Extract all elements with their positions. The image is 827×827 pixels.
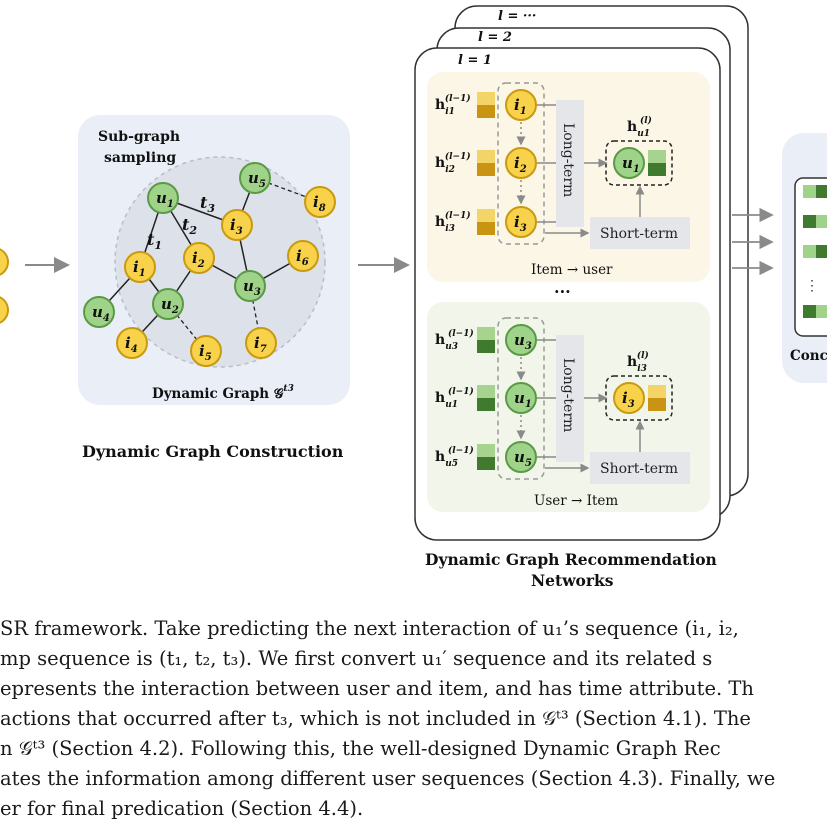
input-vector-u5 — [477, 444, 495, 470]
concat-vector-cells — [803, 185, 827, 318]
item-to-user-module: hi1(l−1) i1 hi2(l−1) i2 hi3(l−1) i3 Long-termS… — [435, 82, 690, 249]
node-i5: i5 — [190, 335, 222, 367]
subgraph-label-1: Sub-graph — [98, 129, 180, 145]
node-i3: i3 — [221, 209, 253, 241]
edge-label-t1: t1 — [147, 230, 162, 252]
concat-dots: ⋮ — [805, 278, 819, 294]
output-vector-u1 — [648, 150, 666, 176]
input-vector-i1 — [477, 92, 495, 118]
input-label-u5: hu5(l−1) — [435, 445, 474, 469]
node-u2: u2 — [152, 288, 184, 320]
graph-caption: Dynamic Graph 𝒢t3 — [152, 384, 294, 402]
svg-text:u1: u1 — [622, 154, 640, 175]
output-node-u1: u1 — [613, 147, 645, 179]
cut-item-node-bottom — [0, 296, 9, 324]
output-label-u1: hu1(l) — [627, 115, 652, 139]
caption-line-2: mp sequence is (t₁, t₂, t₃). We first co… — [0, 647, 713, 670]
node-i1: i1 — [124, 251, 156, 283]
svg-text:i4: i4 — [125, 334, 138, 355]
svg-text:i6: i6 — [296, 247, 309, 268]
svg-text:i1: i1 — [133, 258, 146, 279]
svg-text:i3: i3 — [514, 213, 527, 234]
node-u5: u5 — [239, 162, 271, 194]
subgraph-label-2: sampling — [104, 150, 176, 166]
layer-label-2: l = 2 — [478, 30, 512, 45]
node-i6: i6 — [287, 240, 319, 272]
output-label-i3: hi3(l) — [627, 350, 649, 374]
svg-text:i5: i5 — [199, 342, 212, 363]
svg-text:i2: i2 — [514, 154, 527, 175]
node-i8: i8 — [304, 186, 336, 218]
input-node-i2: i2 — [505, 147, 537, 179]
caption-line-1: SR framework. Take predicting the next i… — [0, 617, 739, 640]
svg-text:i3: i3 — [230, 216, 243, 237]
network-title-2: Networks — [531, 571, 614, 590]
graph-nodes: u1 u2 u3 u4 u5 i1 i2 i3 i4 i5 i6 i7 i8 — [83, 162, 336, 367]
input-label-u1: hu1(l−1) — [435, 386, 474, 410]
svg-text:u4: u4 — [92, 303, 110, 324]
input-label-i1: hi1(l−1) — [435, 93, 471, 117]
short-term-block — [590, 452, 690, 484]
input-vector-u3 — [477, 327, 495, 353]
caption-line-3: epresents the interaction between user a… — [0, 677, 754, 700]
edge-label-t2: t2 — [182, 215, 197, 237]
concat-label: Conc — [790, 348, 827, 364]
input-vector-u1 — [477, 385, 495, 411]
caption-line-4: actions that occurred after t₃, which is… — [0, 707, 751, 730]
construction-title: Dynamic Graph Construction — [82, 442, 344, 461]
node-i7: i7 — [245, 327, 277, 359]
framework-figure: Sub-graph sampling t3 t1 t2 u1 u2 u3 u4 u5 i1… — [0, 5, 827, 590]
long-term-label: Long-term — [560, 123, 576, 197]
svg-text:i2: i2 — [192, 249, 205, 270]
short-term-block — [590, 217, 690, 249]
layer-label-1: l = 1 — [458, 53, 492, 68]
panel-ellipsis: ··· — [554, 282, 571, 301]
cut-item-node-top — [0, 248, 9, 276]
input-label-u3: hu3(l−1) — [435, 328, 474, 352]
node-i4: i4 — [116, 327, 148, 359]
network-title-1: Dynamic Graph Recommendation — [425, 550, 717, 569]
caption-line-7: er for final predication (Section 4.4). — [0, 797, 364, 820]
short-term-label: Short-term — [600, 226, 678, 242]
edge-label-t3: t3 — [200, 193, 215, 215]
svg-text:u2: u2 — [161, 295, 179, 316]
layer-label-dots: l = ··· — [498, 9, 536, 24]
svg-text:i3: i3 — [622, 389, 635, 410]
input-label-i3: hi3(l−1) — [435, 210, 471, 234]
svg-text:u1: u1 — [514, 389, 532, 410]
node-u3: u3 — [234, 270, 266, 302]
input-node-i3: i3 — [505, 206, 537, 238]
node-u1: u1 — [147, 182, 179, 214]
output-vector-i3 — [648, 385, 666, 411]
svg-text:i1: i1 — [514, 96, 527, 117]
user-to-item-module: hu3(l−1) u3 hu1(l−1) u1 hu5(l−1) u5 Long-termS… — [435, 317, 690, 484]
input-node-u5: u5 — [505, 441, 537, 473]
long-term-label: Long-term — [560, 358, 576, 432]
long-term-block — [556, 100, 584, 227]
output-node-i3: i3 — [613, 382, 645, 414]
svg-text:u5: u5 — [514, 448, 532, 469]
svg-text:u1: u1 — [156, 189, 174, 210]
input-node-u1: u1 — [505, 382, 537, 414]
svg-text:u3: u3 — [243, 277, 261, 298]
caption-line-5: n 𝒢ᵗ³ (Section 4.2). Following this, the… — [0, 737, 721, 760]
node-i2: i2 — [183, 242, 215, 274]
svg-text:u5: u5 — [248, 169, 266, 190]
input-vector-i2 — [477, 150, 495, 176]
long-term-block — [556, 335, 584, 462]
svg-text:i8: i8 — [313, 193, 326, 214]
input-node-i1: i1 — [505, 89, 537, 121]
input-vector-i3 — [477, 209, 495, 235]
user-to-item-label: User → Item — [534, 493, 618, 509]
item-to-user-label: Item → user — [531, 262, 613, 278]
input-label-i2: hi2(l−1) — [435, 151, 471, 175]
svg-text:i7: i7 — [254, 334, 267, 355]
svg-text:u3: u3 — [514, 331, 532, 352]
input-node-u3: u3 — [505, 324, 537, 356]
concat-arrows — [732, 207, 774, 276]
short-term-label: Short-term — [600, 461, 678, 477]
node-u4: u4 — [83, 296, 115, 328]
figure-caption: SR framework. Take predicting the next i… — [0, 614, 827, 827]
caption-line-6: ates the information among different use… — [0, 767, 776, 790]
